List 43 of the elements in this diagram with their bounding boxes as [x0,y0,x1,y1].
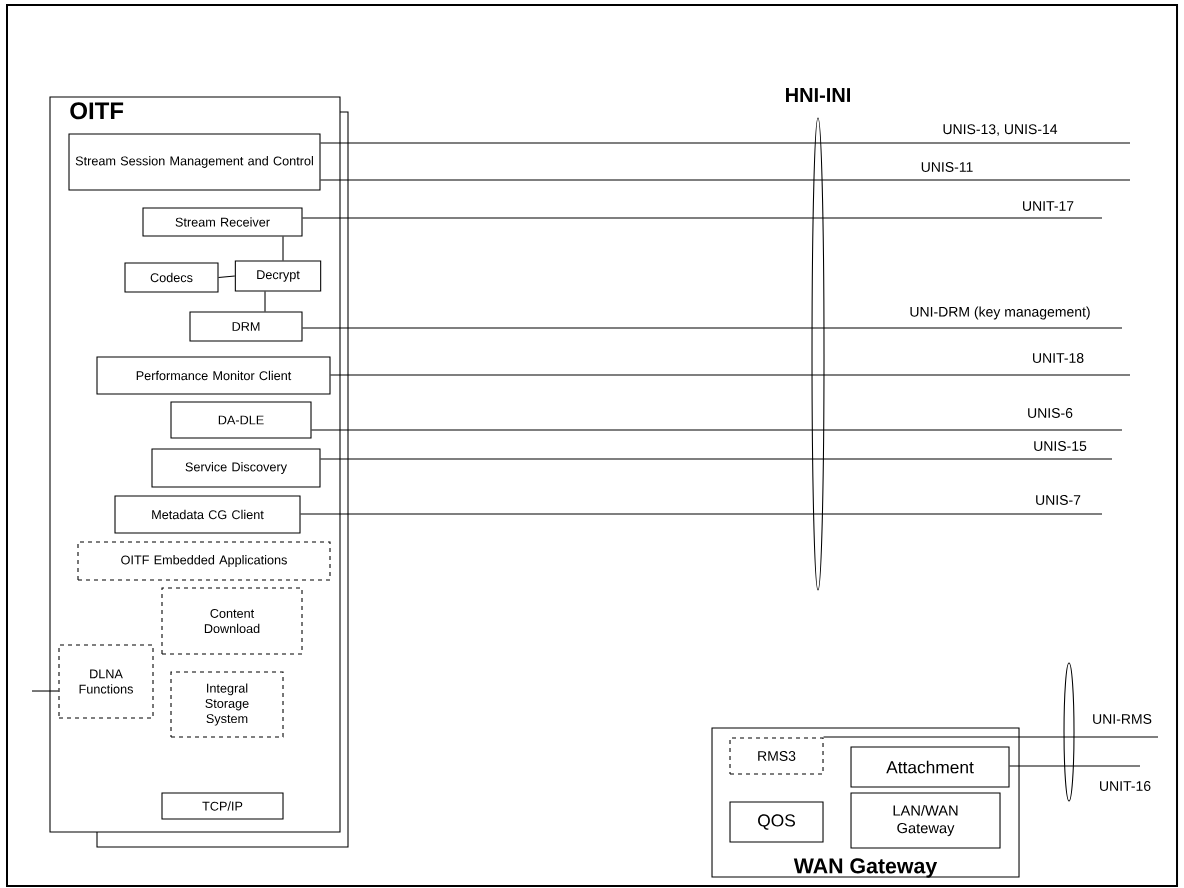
interface-label: UNIS-11 [921,162,973,172]
interface-label: UNIS-15 [1034,441,1087,451]
interface-label: UNIT-18 [1033,353,1084,363]
connector-line [311,429,1123,431]
connector-line [302,327,1123,329]
component-box: Performance Monitor Client [96,356,331,395]
interface-label: UNI-RMS [1093,714,1152,724]
component-box: DLNA Functions [58,644,154,719]
component-box: RMS3 [729,737,824,775]
component-box: Codecs [124,262,219,293]
component-box: LAN/WAN Gateway [850,792,1001,849]
component-box: Content Download [161,587,303,655]
interface-label: UNIS-13, UNIS-14 [943,124,1058,136]
connector-line [264,291,266,312]
component-box: Integral Storage System [170,671,284,738]
connector-line [330,374,1131,376]
connector-line [302,217,1103,219]
component-box: Stream Receiver [142,207,303,237]
connector-line [31,690,59,692]
connector-line [300,513,1103,515]
component-box: QOS [729,801,824,843]
connector-line [823,736,1159,738]
connector-line [1009,765,1141,767]
interface-label: UNIT-16 [1100,781,1151,791]
component-box: Service Discovery [151,448,321,488]
component-box: Metadata CG Client [114,495,301,534]
component-box: DA-DLE [170,401,312,439]
connector-line [320,458,1113,460]
component-box: Stream Session Management and Control [68,133,321,191]
interface-label: UNIT-17 [1023,201,1074,211]
interface-label: UNIS-6 [1028,408,1073,418]
interface-label: UNI-DRM (key management) [910,306,1090,320]
connector-line [320,179,1131,181]
component-box: DRM [189,311,303,342]
interface-label: UNIS-7 [1036,495,1081,505]
connector-line [218,275,236,279]
component-box: TCP/IP [161,792,284,820]
connector-line [282,236,284,261]
interface-title: HNI-INI [786,88,850,102]
component-box: Decrypt [234,260,322,292]
component-box: OITF Embedded Applications [77,541,331,581]
connector-line [320,142,1131,144]
component-box: Attachment [850,746,1010,788]
